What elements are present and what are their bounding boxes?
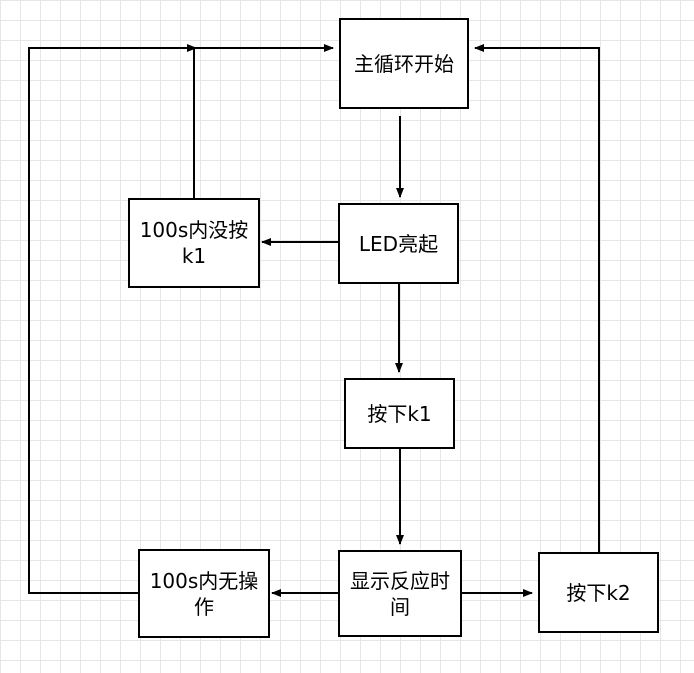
edge-no-k1-to-main <box>193 44 334 198</box>
node-no-press-k1: 100s内没按k1 <box>128 198 260 288</box>
node-no-action-label: 100s内无操作 <box>149 568 259 619</box>
node-no-press-k1-label: 100s内没按k1 <box>139 218 249 268</box>
node-show-reaction-time: 显示反应时间 <box>338 550 462 637</box>
node-no-action: 100s内无操作 <box>138 549 270 638</box>
node-led-on: LED亮起 <box>338 203 459 284</box>
edge-press-k2-to-main <box>474 44 600 552</box>
node-press-k2-label: 按下k2 <box>566 580 631 605</box>
node-press-k1: 按下k1 <box>344 378 455 449</box>
node-show-reaction-time-label: 显示反应时间 <box>350 568 450 619</box>
node-main-loop-start-label: 主循环开始 <box>354 51 454 76</box>
node-press-k2: 按下k2 <box>538 552 659 633</box>
node-press-k1-label: 按下k1 <box>367 401 432 426</box>
node-main-loop-start: 主循环开始 <box>339 18 469 109</box>
node-led-on-label: LED亮起 <box>358 231 439 256</box>
edge-idle-to-main <box>28 44 197 594</box>
